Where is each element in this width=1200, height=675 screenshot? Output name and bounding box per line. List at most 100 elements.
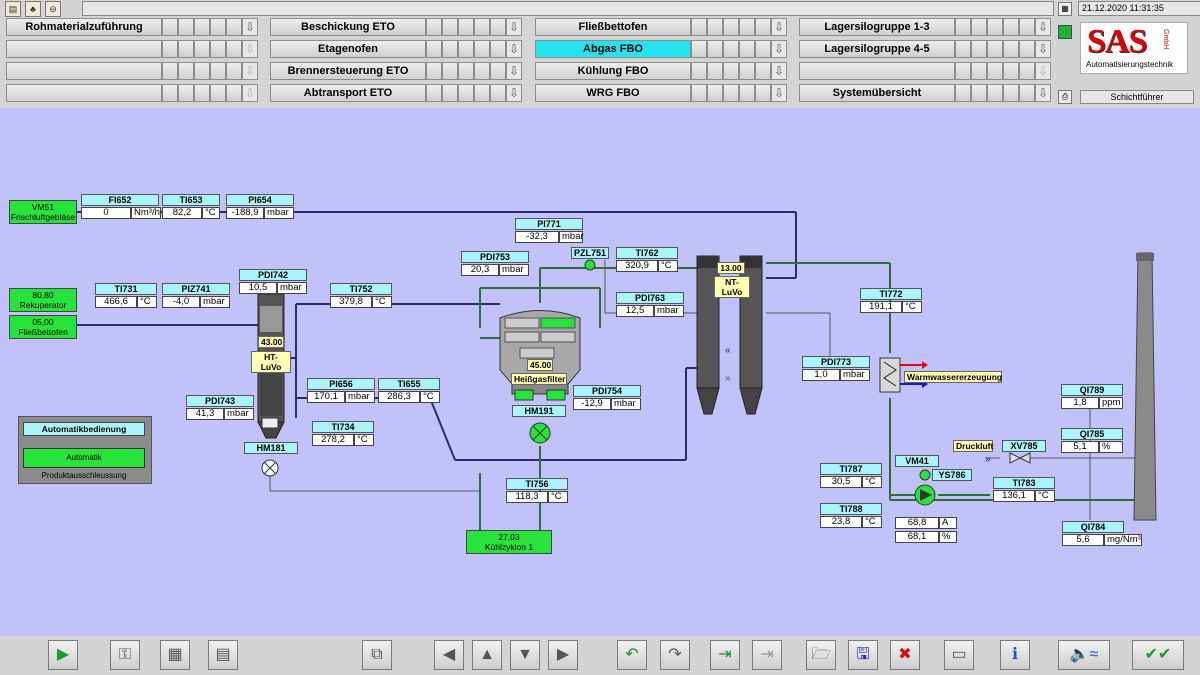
nav-arrow-down-icon[interactable]: ⇩ [771,84,787,102]
nav-segment[interactable] [474,62,490,80]
nav-segment[interactable] [442,18,458,36]
tag-vm41[interactable]: VM41 [895,455,939,467]
nav-segment[interactable] [426,40,442,58]
nav-button-1-4[interactable] [6,84,162,102]
tag-pdi742[interactable]: PDI742 [239,269,307,281]
nav-segment[interactable] [691,62,707,80]
nav-arrow-down-icon[interactable]: ⇩ [1035,62,1051,80]
nav-button-4-3[interactable] [799,62,955,80]
nav-arrow-down-icon[interactable]: ⇩ [242,84,258,102]
tag-ti756[interactable]: TI756 [506,478,568,490]
nav-segment[interactable] [210,62,226,80]
nav-segment[interactable] [162,40,178,58]
nav-button-3-4[interactable]: WRG FBO [535,84,691,102]
tag-pdi763[interactable]: PDI763 [616,292,684,304]
nav-segment[interactable] [1003,84,1019,102]
nav-segment[interactable] [955,84,971,102]
tag-ti734[interactable]: TI734 [312,421,374,433]
nav-segment[interactable] [194,18,210,36]
nav-segment[interactable] [691,84,707,102]
nav-segment[interactable] [739,40,755,58]
nav-arrow-down-icon[interactable]: ⇩ [771,18,787,36]
nav-arrow-down-icon[interactable]: ⇩ [506,18,522,36]
nav-segment[interactable] [1019,84,1035,102]
nav-button-2-2[interactable]: Etagenofen [270,40,426,58]
report-icon[interactable]: ▤ [208,640,238,670]
nav-segment[interactable] [987,62,1003,80]
notes-icon[interactable]: ▦ [160,640,190,670]
nav-segment[interactable] [458,40,474,58]
tag-ti653[interactable]: TI653 [162,194,220,206]
nav-segment[interactable] [226,84,242,102]
undo-icon[interactable]: ↶ [617,640,647,670]
nav-segment[interactable] [474,40,490,58]
tag-hm191[interactable]: HM191 [512,405,566,417]
nav-segment[interactable] [194,62,210,80]
nav-segment[interactable] [226,18,242,36]
nav-segment[interactable] [178,18,194,36]
tag-pi656[interactable]: PI656 [307,378,375,390]
nav-segment[interactable] [490,40,506,58]
arrow-right-icon[interactable]: ▶ [548,640,578,670]
nav-button-2-3[interactable]: Brennersteuerung ETO [270,62,426,80]
start-icon[interactable]: ▶ [48,640,78,670]
tag-hm181[interactable]: HM181 [244,442,298,454]
nav-button-4-4[interactable]: Systemübersicht [799,84,955,102]
nav-segment[interactable] [739,18,755,36]
calendar-icon[interactable]: ▦ [1058,2,1072,16]
nav-arrow-down-icon[interactable]: ⇩ [506,62,522,80]
nav-button-2-1[interactable]: Beschickung ETO [270,18,426,36]
nav-segment[interactable] [987,84,1003,102]
tag-ti788[interactable]: TI788 [820,503,882,515]
tag-pdi753[interactable]: PDI753 [461,251,529,263]
nav-segment[interactable] [755,40,771,58]
nav-arrow-down-icon[interactable]: ⇩ [771,62,787,80]
tag-qi785[interactable]: QI785 [1061,428,1123,440]
nav-segment[interactable] [955,62,971,80]
tag-pi771[interactable]: PI771 [515,218,583,230]
monitor-icon[interactable]: ▭ [944,640,974,670]
nav-segment[interactable] [691,18,707,36]
tag-pzl751[interactable]: PZL751 [571,247,609,259]
printer-icon[interactable]: ⎙ [1058,90,1072,104]
nav-segment[interactable] [971,40,987,58]
nav-button-1-1[interactable]: Rohmaterialzuführung [6,18,162,36]
nav-segment[interactable] [210,18,226,36]
screen-nav-icon[interactable]: ⧉ [362,640,392,670]
nav-button-2-4[interactable]: Abtransport ETO [270,84,426,102]
nav-segment[interactable] [162,62,178,80]
nav-segment[interactable] [971,62,987,80]
tag-pdi743[interactable]: PDI743 [186,395,254,407]
nav-segment[interactable] [987,40,1003,58]
nav-segment[interactable] [194,84,210,102]
nav-segment[interactable] [162,18,178,36]
nav-segment[interactable] [971,84,987,102]
nav-button-3-1[interactable]: Fließbettofen [535,18,691,36]
nav-button-1-2[interactable] [6,40,162,58]
nav-segment[interactable] [707,62,723,80]
tag-qi789[interactable]: QI789 [1061,384,1123,396]
nav-segment[interactable] [739,62,755,80]
save-icon[interactable]: 🖫 [848,640,878,670]
nav-segment[interactable] [426,84,442,102]
nav-arrow-down-icon[interactable]: ⇩ [242,40,258,58]
tag-ti772[interactable]: TI772 [860,288,922,300]
nav-segment[interactable] [707,84,723,102]
open-file-icon[interactable]: 🗁 [806,640,836,670]
nav-segment[interactable] [739,84,755,102]
nav-segment[interactable] [1019,40,1035,58]
arrow-left-icon[interactable]: ◀ [434,640,464,670]
nav-arrow-down-icon[interactable]: ⇩ [1035,84,1051,102]
nav-button-4-2[interactable]: Lagersilogruppe 4-5 [799,40,955,58]
tag-ti752[interactable]: TI752 [330,283,392,295]
delete-file-icon[interactable]: ✖ [890,640,920,670]
nav-segment[interactable] [1003,40,1019,58]
nav-segment[interactable] [955,18,971,36]
user-switch-icon[interactable]: ♣ [25,1,41,17]
nav-button-4-1[interactable]: Lagersilogruppe 1-3 [799,18,955,36]
nav-arrow-down-icon[interactable]: ⇩ [1035,18,1051,36]
nav-segment[interactable] [490,84,506,102]
